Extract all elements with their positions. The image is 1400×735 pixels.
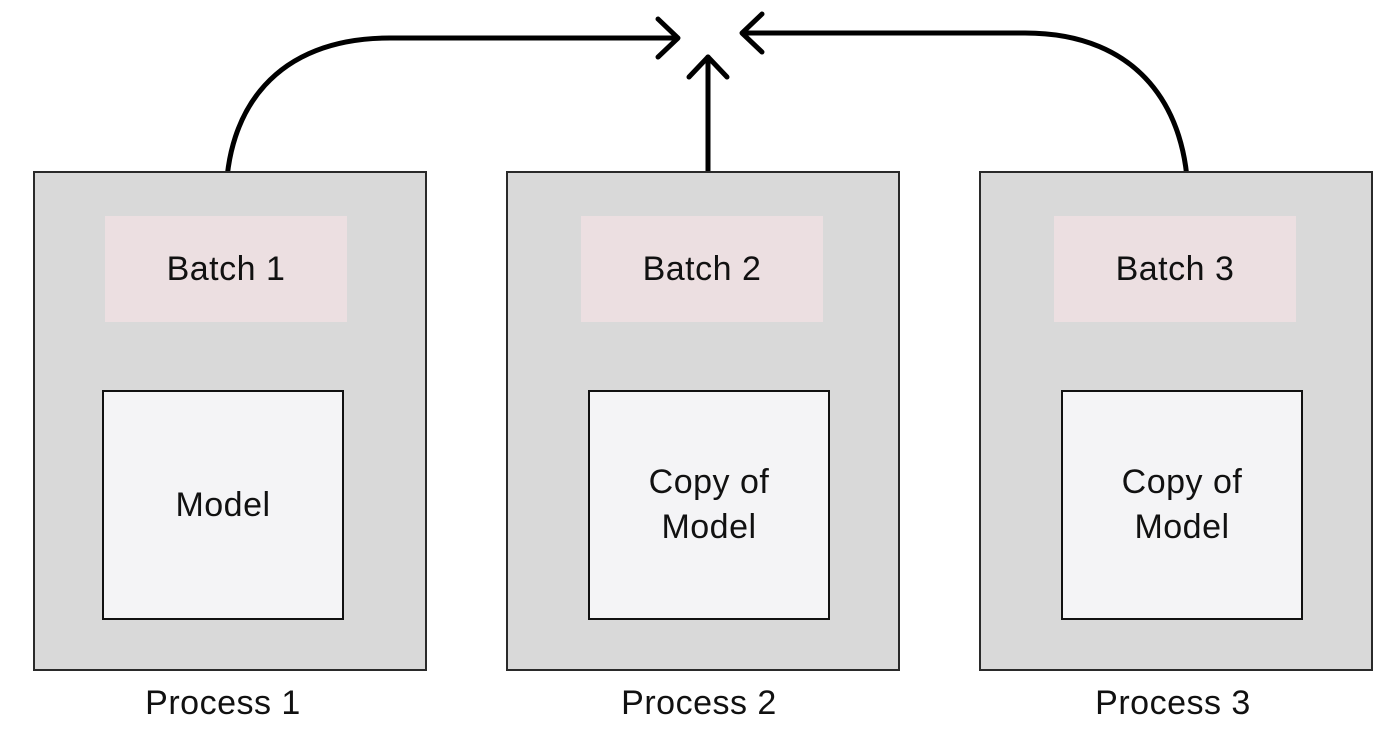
batch-label-1: Batch 1 [166, 249, 286, 288]
model-box-2: Copy of Model [588, 390, 830, 620]
process-label-2: Process 2 [621, 684, 777, 722]
process-box-1: Batch 1 Model [33, 171, 427, 671]
process-box-2: Batch 2 Copy of Model [506, 171, 900, 671]
process-box-3: Batch 3 Copy of Model [979, 171, 1373, 671]
model-box-1: Model [102, 390, 344, 620]
batch-box-1: Batch 1 [105, 216, 347, 322]
model-label-3: Copy of Model [1121, 463, 1243, 546]
arrow-process-3 [741, 30, 1191, 203]
model-label-1: Model [175, 485, 271, 524]
process-label-3: Process 3 [1095, 684, 1251, 722]
batch-box-3: Batch 3 [1054, 216, 1296, 322]
model-label-2: Copy of Model [648, 463, 770, 546]
model-box-3: Copy of Model [1061, 390, 1303, 620]
arrow-process-1 [223, 35, 679, 203]
arrowhead-process-1 [655, 16, 681, 60]
batch-label-3: Batch 3 [1115, 249, 1235, 288]
process-label-1: Process 1 [145, 684, 301, 722]
arrowhead-process-3 [739, 11, 765, 55]
arrowhead-process-2 [686, 54, 730, 80]
batch-box-2: Batch 2 [581, 216, 823, 322]
batch-label-2: Batch 2 [642, 249, 762, 288]
